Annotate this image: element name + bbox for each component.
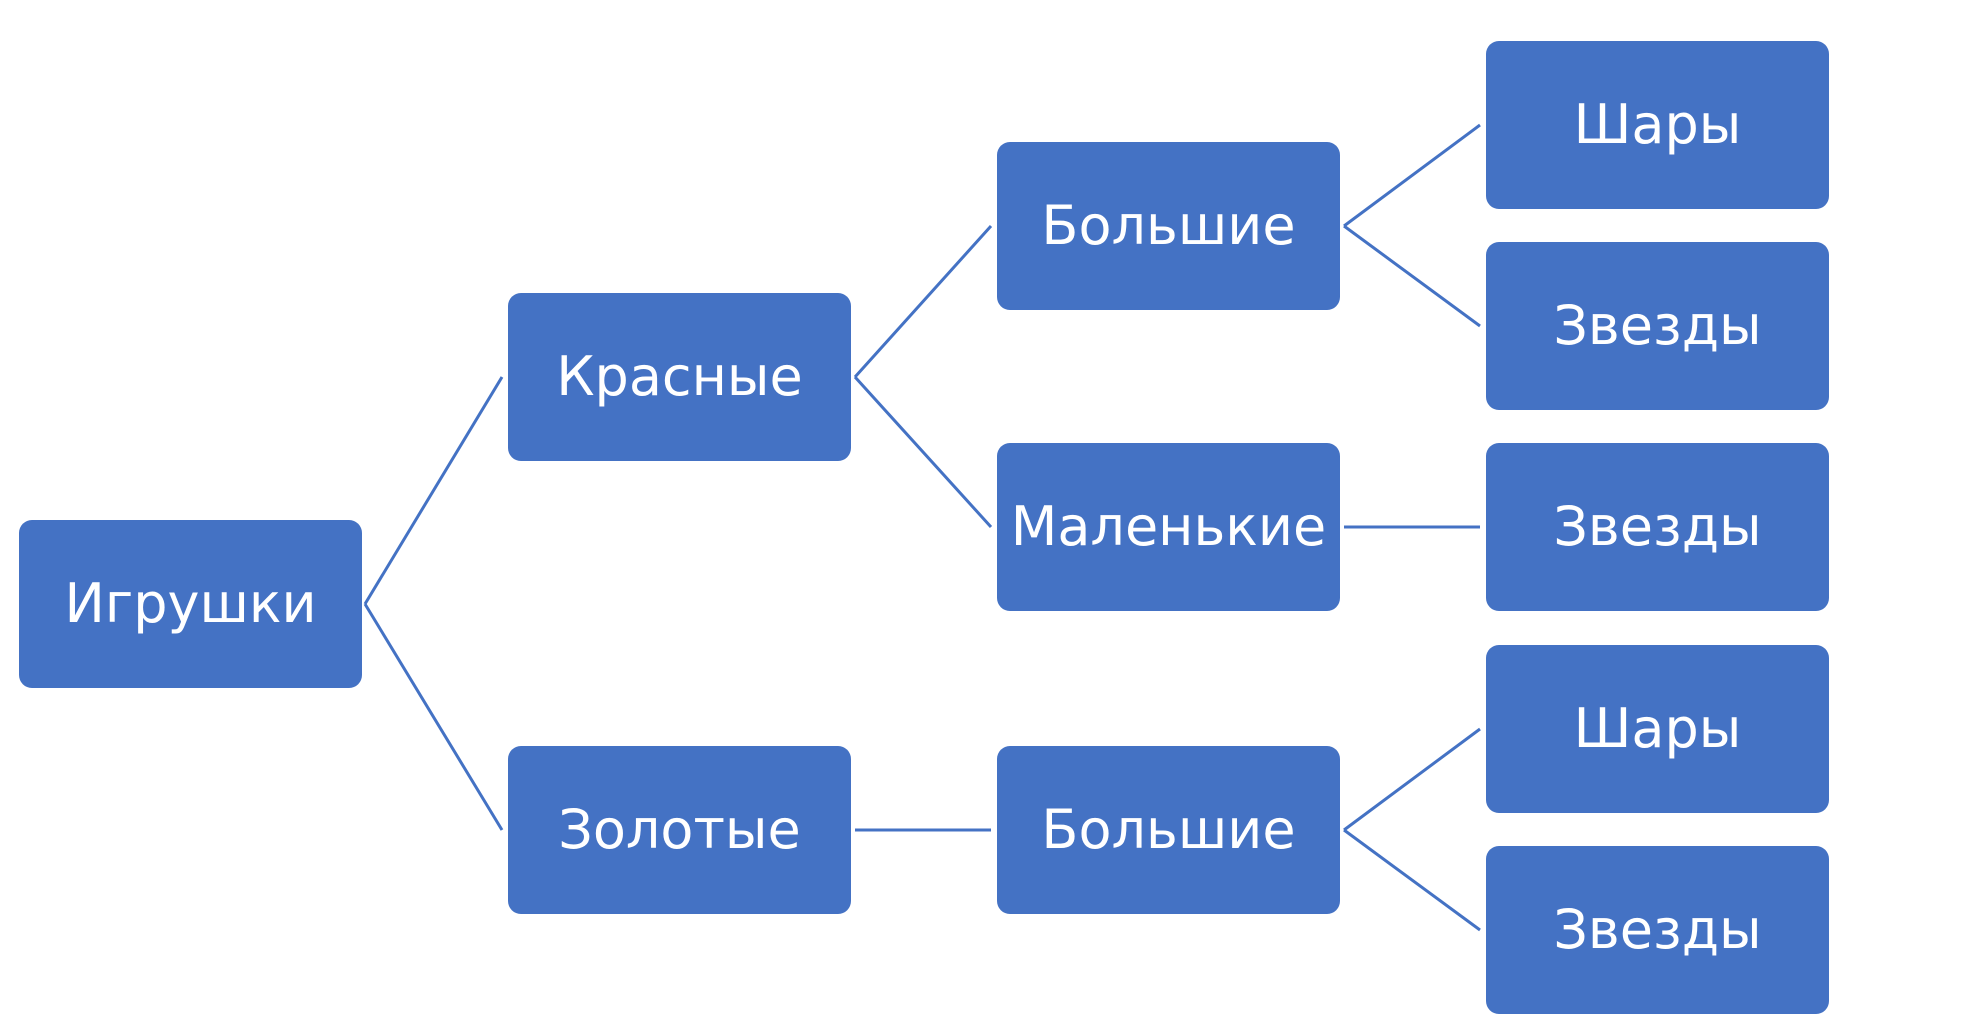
connector-root-to-gold	[363, 603, 504, 831]
connector-root-to-red	[363, 376, 504, 605]
node-red-small-label: Маленькие	[1010, 495, 1327, 558]
node-red-big-balls: Шары	[1486, 41, 1829, 209]
connector-gold-big-to-stars	[1343, 828, 1481, 932]
node-gold-big-balls-label: Шары	[1573, 697, 1742, 760]
node-gold-big-balls: Шары	[1486, 645, 1829, 813]
node-red-big-balls-label: Шары	[1573, 93, 1742, 156]
node-gold-big-label: Большие	[1041, 798, 1296, 861]
connector-red-big-to-balls	[1343, 123, 1481, 228]
connector-gold-big-to-balls	[1343, 727, 1481, 832]
node-red-small-stars: Звезды	[1486, 443, 1829, 611]
node-gold-big-stars-label: Звезды	[1553, 898, 1762, 961]
node-gold: Золотые	[508, 746, 851, 914]
connector-red-big-to-stars	[1343, 224, 1481, 328]
node-red-small-stars-label: Звезды	[1553, 495, 1762, 558]
node-red-big-label: Большие	[1041, 194, 1296, 257]
node-gold-big: Большие	[997, 746, 1340, 914]
node-red: Красные	[508, 293, 851, 461]
node-toys-label: Игрушки	[64, 572, 317, 635]
node-red-label: Красные	[556, 345, 803, 408]
node-gold-big-stars: Звезды	[1486, 846, 1829, 1014]
node-red-small: Маленькие	[997, 443, 1340, 611]
node-gold-label: Золотые	[558, 798, 801, 861]
connector-red-to-big	[853, 224, 993, 379]
connector-red-to-small	[853, 375, 993, 529]
node-red-big-stars: Звезды	[1486, 242, 1829, 410]
node-toys: Игрушки	[19, 520, 362, 688]
node-red-big: Большие	[997, 142, 1340, 310]
node-red-big-stars-label: Звезды	[1553, 294, 1762, 357]
